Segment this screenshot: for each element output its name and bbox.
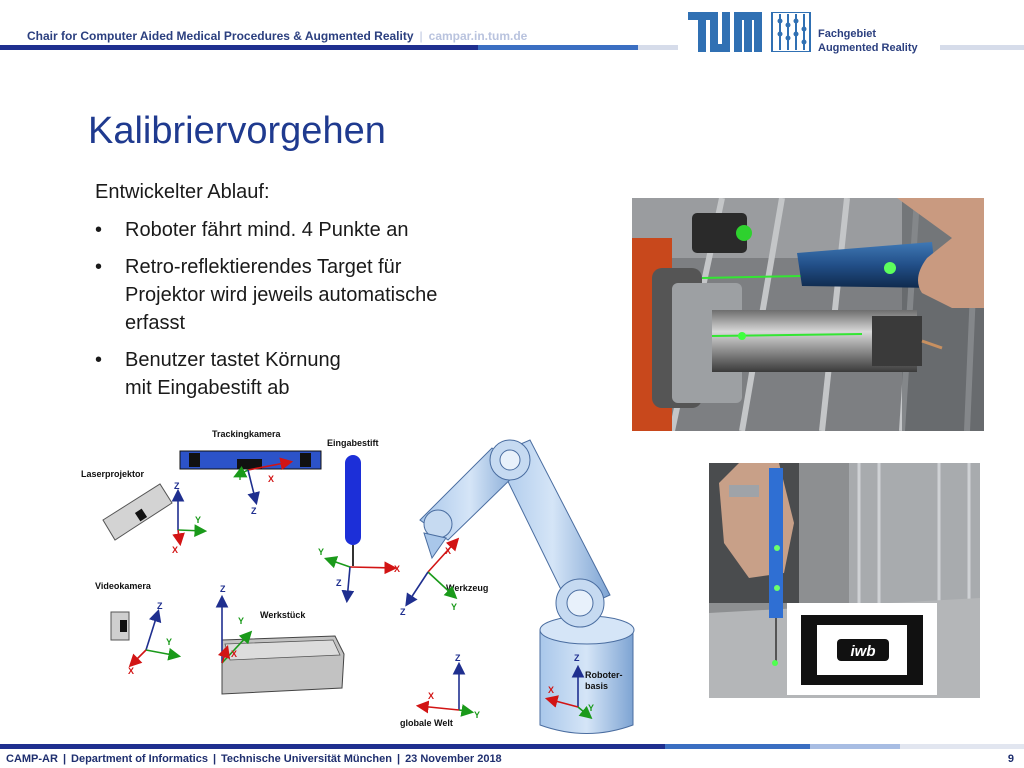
axis-label: Z <box>157 601 163 611</box>
footer-bar-light <box>900 744 1024 749</box>
footer-uni: Technische Universität München <box>221 753 392 765</box>
bullet-text: Retro-reflektierendes Target für Projekt… <box>125 256 438 334</box>
tracking-camera-icon <box>179 450 322 470</box>
axis-label: X <box>428 691 434 701</box>
axis-label: Z <box>400 607 406 617</box>
photo-stylus-marker: iwb <box>709 463 980 698</box>
video-camera-icon <box>110 611 130 641</box>
axis-label: Y <box>237 472 243 482</box>
tum-tower-icon <box>771 12 811 52</box>
tum-logo <box>688 12 811 52</box>
bullet-text: Roboter fährt mind. 4 Punkte an <box>125 219 409 241</box>
marker-text: iwb <box>851 643 876 660</box>
axis-label: Y <box>195 515 201 525</box>
label-eingabestift: Eingabestift <box>327 438 379 448</box>
axis-label: Z <box>174 481 180 491</box>
label-laserprojektor: Laserprojektor <box>81 469 145 479</box>
axis-label: X <box>172 545 178 555</box>
axis-label: Y <box>588 703 594 713</box>
label-werkzeug: Werkzeug <box>446 583 488 593</box>
label-werkstueck: Werkstück <box>260 610 306 620</box>
department-line-2: Augmented Reality <box>818 42 918 54</box>
axis-label: Z <box>574 653 580 663</box>
bullet-item: Retro-reflektierendes Target für Projekt… <box>95 253 615 337</box>
header-bar-dark <box>0 45 478 50</box>
intro-text: Entwickelter Ablauf: <box>95 181 270 203</box>
footer-separator: | <box>212 753 217 765</box>
robot-base-axes: Z X Y <box>544 653 594 720</box>
header-bar-light <box>638 45 678 50</box>
footer-text: CAMP-AR | Department of Informatics | Techni… <box>6 753 502 765</box>
axis-label: Z <box>455 653 461 663</box>
axis-label: Z <box>251 506 257 516</box>
photo-robot-stylus <box>632 198 984 431</box>
header-bar-right-light <box>940 45 1024 50</box>
bullet-item: Benutzer tastet Körnung mit Eingabestift… <box>95 346 615 402</box>
chair-name: Chair for Computer Aided Medical Procedu… <box>27 29 414 43</box>
slide-title: Kalibriervorgehen <box>88 110 386 152</box>
axis-label: Z <box>220 584 226 594</box>
robot-arm-icon <box>419 439 635 734</box>
tracking-axes: X Y Z <box>233 457 294 516</box>
tool-axes: X Y Z <box>400 537 460 617</box>
label-videokamera: Videokamera <box>95 581 152 591</box>
bullet-list: Roboter fährt mind. 4 Punkte an Retro-re… <box>95 216 615 402</box>
page-number: 9 <box>1007 753 1014 765</box>
axis-label: Y <box>166 637 172 647</box>
label-globale-welt: globale Welt <box>400 718 453 728</box>
axis-label: X <box>231 649 237 659</box>
roboterbasis-line-2: basis <box>585 681 608 691</box>
world-axes: Z X Y <box>415 653 480 720</box>
input-stylus-icon <box>345 455 361 566</box>
roboterbasis-line-1: Roboter- <box>585 670 623 680</box>
footer-bar-mid <box>810 744 900 749</box>
footer-separator: | <box>396 753 401 765</box>
slide-body: Entwickelter Ablauf: Roboter fährt mind.… <box>95 178 615 411</box>
footer-dept: Department of Informatics <box>71 753 208 765</box>
header-chair: Chair for Computer Aided Medical Procedu… <box>27 29 527 43</box>
department-label: Fachgebiet Augmented Reality <box>818 27 918 55</box>
axis-label: X <box>445 546 451 556</box>
footer-separator: | <box>62 753 67 765</box>
axis-label: Y <box>474 710 480 720</box>
workpiece-icon <box>221 635 345 695</box>
bullet-item: Roboter fährt mind. 4 Punkte an <box>95 216 615 244</box>
header-url[interactable]: campar.in.tum.de <box>428 29 528 43</box>
footer-bar-blue <box>665 744 810 749</box>
axis-label: Y <box>238 616 244 626</box>
stylus-axes: X Y Z <box>318 547 400 604</box>
department-line-1: Fachgebiet <box>818 28 877 40</box>
projector-axes: Z Y X <box>171 481 208 555</box>
label-roboterbasis: Roboter-basis <box>585 670 623 691</box>
axis-label: X <box>268 474 274 484</box>
axis-label: Z <box>336 578 342 588</box>
axis-label: X <box>394 564 400 574</box>
laser-projector-icon <box>102 483 173 541</box>
footer-org: CAMP-AR <box>6 753 58 765</box>
axis-label: Y <box>451 602 457 612</box>
footer-bar-dark <box>0 744 665 749</box>
video-axes: Z Y X <box>128 601 182 676</box>
workpiece-axes: Z Y X <box>215 584 253 664</box>
bullet-text: Benutzer tastet Körnung mit Eingabestift… <box>125 349 341 399</box>
axis-label: X <box>128 666 134 676</box>
axis-label: X <box>548 685 554 695</box>
footer-date: 23 November 2018 <box>405 753 502 765</box>
label-trackingkamera: Trackingkamera <box>212 429 282 439</box>
header-separator: | <box>419 29 423 43</box>
header-bar-blue <box>478 45 638 50</box>
calibration-diagram: Trackingkamera X Y Z Eingabestift X Y Z … <box>81 429 635 734</box>
axis-label: Y <box>318 547 324 557</box>
